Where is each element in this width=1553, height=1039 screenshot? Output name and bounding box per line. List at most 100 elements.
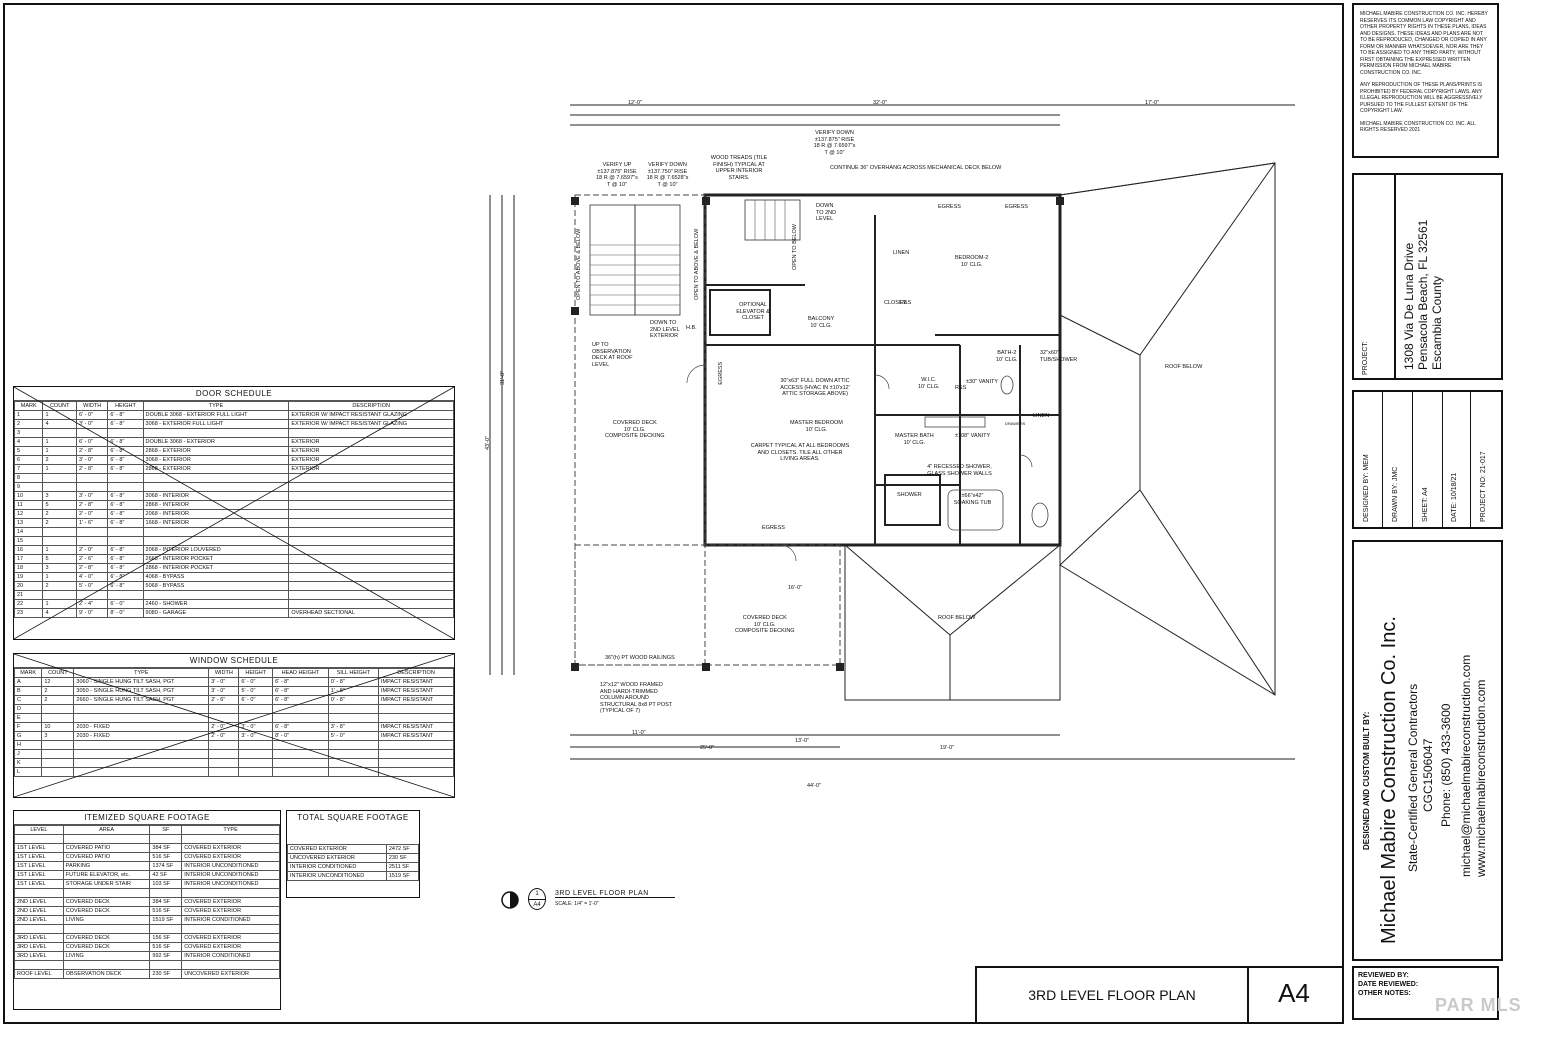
itemized-sf-cell [149,834,183,844]
date-info: DATE: 10/18/21 [1451,472,1458,522]
egress-label-1: EGRESS [938,204,961,210]
verify-down-note-2: VERIFY DOWN ±137.875" RISE 18 R @ 7.6597… [813,130,856,156]
itemized-sf-cell: COVERED EXTERIOR [181,852,280,862]
itemized-sf-cell: 103 SF [149,879,183,889]
project-line2: Pensacola Beach, FL 32561 [1416,219,1430,370]
itemized-sf-title: ITEMIZED SQUARE FOOTAGE [14,811,280,825]
total-sf-cell: 2472 SF [385,844,420,854]
builder-web: www.michaelmabireconstruction.com [1474,679,1488,877]
itemized-sf-cell: 1519 SF [149,915,183,925]
door-schedule-cell: 8' - 0" [107,608,144,618]
linen-label-2: LINEN [1033,413,1050,419]
sheet-title-block: 3RD LEVEL FLOOR PLAN A4 [975,966,1344,1024]
builder-tagline: State-Certified General Contractors [1406,683,1420,872]
caption-title: 3RD LEVEL FLOOR PLAN [555,890,675,898]
project-line1: 1308 Via De Luna Drive [1402,242,1416,370]
total-sf-cell: 230 SF [385,853,420,863]
shower-label: SHOWER [897,492,922,498]
itemized-sf-cell: INTERIOR UNCONDITIONED [181,879,280,889]
itemized-sf-cell: 3RD LEVEL [14,951,64,961]
itemized-sf-row [14,888,280,898]
itemized-sf-cell: LIVING [62,915,151,925]
total-sf-title: TOTAL SQUARE FOOTAGE [297,813,409,822]
project-no: PROJECT NO: 21-017 [1480,451,1487,522]
egress-label-2: EGRESS [1005,204,1028,210]
itemized-sf-cell: COVERED DECK [62,942,151,952]
drawers-label: DRAWERS [1005,421,1026,426]
itemized-sf-cell: INTERIOR UNCONDITIONED [181,870,280,880]
pt-railings-note: 36"(h) PT WOOD RAILINGS [605,655,675,661]
itemized-sf-cell: 992 SF [149,951,183,961]
roof-below-label-1: ROOF BELOW [1165,364,1203,370]
watermark: PAR MLS [1435,995,1522,1015]
dim-31-v: 31'-0" [500,370,506,385]
door-schedule-row: 8 [13,473,454,483]
itemized-sf-cell [14,834,64,844]
itemized-sf-cell [62,834,151,844]
itemized-sf-cell [149,888,183,898]
caption-scale: SCALE: 1/4" = 1'-0" [555,901,599,907]
itemized-sf-cell: STORAGE UNDER STAIR [62,879,151,889]
window-schedule-cell [378,767,454,777]
itemized-sf-cell: UNCOVERED EXTERIOR [181,969,280,979]
itemized-sf-cell: LIVING [62,951,151,961]
dim-44: 44'-0" [807,783,822,789]
itemized-sf-header: TYPE [181,825,280,835]
total-sf-cell: INTERIOR UNCONDITIONED [287,871,387,881]
dim-17: 17'-0" [1145,100,1160,106]
copyright-notice-3: MICHAEL MABIRE CONSTRUCTION CO. INC. ALL… [1360,120,1476,134]
itemized-sf-cell: 156 SF [149,933,183,943]
vanity-108-label: ±108" VANITY [955,433,991,439]
itemized-sf-cell [14,960,64,970]
itemized-sf-cell: 516 SF [149,942,183,952]
itemized-sf-cell: COVERED DECK [62,933,151,943]
itemized-sf-cell: COVERED DECK [62,906,151,916]
north-arrow-icon [501,891,519,909]
continue-overhang-note: CONTINUE 36" OVERHANG ACROSS MECHANICAL … [830,165,1002,171]
plan-caption: 1 A4 3RD LEVEL FLOOR PLAN SCALE: 1/4" = … [500,888,680,914]
itemized-sf-cell: 42 SF [149,870,183,880]
linen-label-1: LINEN [893,250,910,256]
dim-32: 32'-0" [873,100,888,106]
total-sf-cell: COVERED EXTERIOR [287,844,387,854]
itemized-sf-cell: 516 SF [149,852,183,862]
itemized-sf-header: LEVEL [14,825,64,835]
attic-label: 30"x63" FULL DOWN ATTIC ACCESS (HVAC IN … [780,378,850,397]
itemized-sf-cell: ROOF LEVEL [14,969,64,979]
up-observation-note: UP TO OBSERVATION DECK AT ROOF LEVEL [592,342,633,368]
window-schedule-cell [41,767,75,777]
closet-label: CLOSET [884,300,907,306]
itemized-sf-cell: COVERED EXTERIOR [181,942,280,952]
itemized-sf-cell [62,924,151,934]
sheet-number: A4 [1278,978,1310,1008]
itemized-sf-cell: INTERIOR CONDITIONED [181,915,280,925]
itemized-sf-cell: PARKING [62,861,151,871]
window-schedule-row: H [13,740,454,750]
soaking-tub-label: ±66"x42" SOAKING TUB [953,493,992,506]
column-note: 12"x12" WOOD FRAMED AND HARDI-TRIMMED CO… [600,682,673,714]
total-sf-cell: 1519 SF [385,871,420,881]
door-schedule-cell: 9080 - GARAGE [142,608,290,618]
itemized-sf-cell: COVERED EXTERIOR [181,897,280,907]
caption-bubble: 1 A4 [528,888,546,910]
review-block: REVIEWED BY: DATE REVIEWED: OTHER NOTES: [1352,966,1499,1020]
itemized-sf-cell [181,834,280,844]
itemized-sf-cell [149,960,183,970]
builder-name: Michael Mabire Construction Co. Inc. [1378,616,1400,944]
open-below-label-3: OPEN TO BELOW [792,224,798,270]
itemized-sf-cell: 3RD LEVEL [14,933,64,943]
itemized-sf-cell: COVERED EXTERIOR [181,843,280,853]
dim-25: 25'-0" [700,745,715,751]
